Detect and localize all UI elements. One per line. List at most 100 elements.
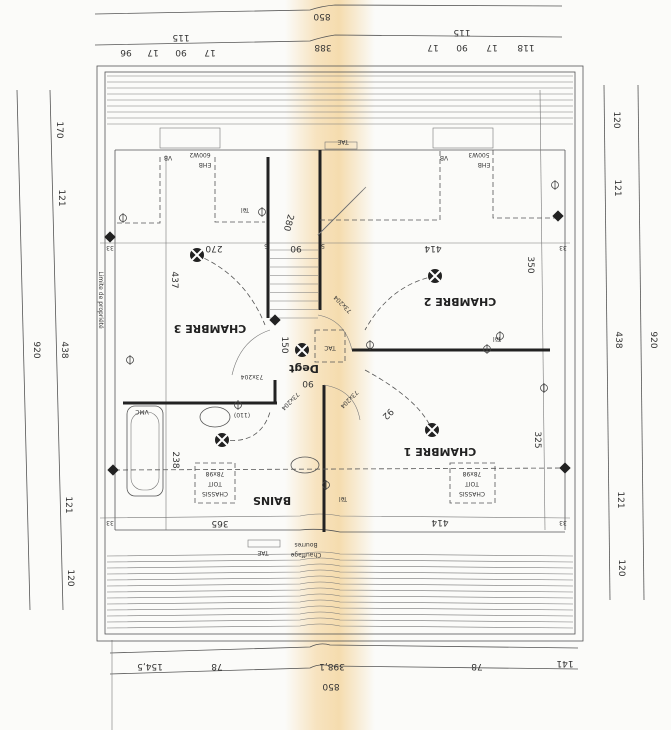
dim-label: 90 (302, 378, 314, 388)
dim-top-total: 850 (313, 11, 330, 21)
radiator-icon (552, 210, 564, 222)
property-limit-label: Limite de propriété (97, 271, 104, 329)
top-dimensions: 850 388 96 17 90 115 17 17 90 115 17 118 (94, 4, 563, 57)
ceiling-light-cross (191, 249, 203, 261)
dim-label: 78 (211, 661, 223, 671)
dim-right-total: 920 (648, 331, 658, 348)
dim-label: 33 (559, 519, 567, 526)
dim-label: 170 (54, 121, 64, 138)
dim-bottom-total: 850 (322, 681, 339, 691)
dim-label: 238 (170, 451, 180, 468)
dim-line (539, 89, 546, 531)
dim-label: 17 (204, 47, 215, 57)
bathtub-inner (130, 411, 160, 491)
dim-label: 150 (279, 336, 289, 353)
dim-label: 92 (380, 406, 395, 421)
tae-vent-bottom (247, 539, 281, 548)
dashed-lines (114, 150, 566, 471)
dim-label: 17 (486, 42, 497, 52)
dim-label: 118 (517, 42, 534, 52)
roof-hatch-line (106, 557, 574, 563)
label-tac: TAC (324, 344, 336, 351)
roof-hatch-line (106, 593, 574, 599)
roof-hatch-line (106, 599, 574, 605)
staircase (270, 186, 367, 319)
label-roof-window: TOIT (465, 480, 480, 487)
radiator-icon (269, 314, 281, 326)
dim-label: 90 (456, 42, 468, 52)
label-heating-duct: Bourres (294, 541, 317, 548)
label-ehb: EHB (478, 161, 490, 168)
label-vb: VB (164, 154, 172, 161)
room-bains: BAINS (253, 494, 291, 507)
roof-hatch-line (106, 605, 574, 611)
roof-hatch-line (106, 569, 574, 575)
left-dimensions: 170 121 438 121 120 920 Limite de propri… (16, 89, 113, 730)
dim-label: 438 (613, 331, 623, 348)
dim-label: 120 (611, 111, 621, 128)
label-vb: VB (440, 154, 448, 161)
room-degt: Degt (289, 362, 319, 375)
dim-label: 121 (56, 189, 66, 206)
room-chambre-2: CHAMBRE 2 (424, 295, 497, 308)
window-c3 (159, 127, 221, 149)
label-ehb-power: 500W3 (468, 151, 489, 158)
roof-hatch-line (106, 563, 574, 569)
ceiling-light-cross (296, 344, 308, 356)
washbasin (199, 406, 231, 428)
radiator-icon (104, 231, 116, 243)
dim-label: 414 (431, 517, 448, 527)
radiator-icon (559, 462, 571, 474)
dim-label: 325 (532, 431, 542, 448)
dim-label: 270 (205, 243, 222, 253)
dim-label: 121 (612, 179, 622, 196)
radiator-icon (107, 464, 119, 476)
dim-top-middle: 388 (314, 42, 331, 52)
roof-hatch-line (106, 575, 574, 581)
roof-hatch-line (106, 581, 574, 587)
dim-left-total: 920 (31, 341, 41, 358)
door-size: 73x204 (241, 373, 264, 380)
dim-label: 414 (424, 243, 441, 253)
roof-hatch-line (106, 617, 574, 623)
dim-label: 121 (63, 496, 73, 513)
dim-label: 90 (290, 243, 302, 253)
tac-box (314, 329, 346, 363)
label-tel: Tél (241, 206, 250, 213)
label-roof-window: CHASSIS (202, 490, 228, 497)
label-tel: Tél (339, 495, 348, 502)
ceiling-light-cross (426, 424, 438, 436)
dim-label: 33 (106, 519, 114, 526)
tae-vent-top (324, 141, 358, 150)
roof-hatch-line (106, 587, 574, 593)
dim-label: 5 (264, 242, 268, 249)
dim-label: 121 (615, 491, 625, 508)
label-ehb: EHB (199, 161, 211, 168)
dim-label: 350 (525, 256, 535, 273)
walls (123, 150, 550, 532)
ceiling-light-cross (429, 270, 441, 282)
eave-line (104, 71, 576, 635)
roof-hatch-line (106, 551, 574, 557)
building-outline (96, 65, 584, 642)
label-ehb-power: 600W2 (189, 151, 210, 158)
ceiling-lights (104, 180, 571, 490)
label-vmc: VMC (135, 408, 148, 415)
roof-window-c1 (449, 462, 496, 504)
bathtub (126, 405, 164, 497)
dim-label: 141 (556, 658, 573, 668)
knee-wall-bottom (115, 528, 565, 533)
ceiling-light-cross (216, 434, 228, 446)
window-c2 (432, 127, 494, 149)
roof-window-bath (194, 462, 236, 504)
dim-label: 365 (211, 518, 228, 528)
dim-label: 120 (65, 569, 75, 586)
label-roof-window: TOIT (208, 480, 223, 487)
label-heating-duct: Chauffage (290, 551, 321, 558)
room-chambre-1: CHAMBRE 1 (404, 445, 477, 458)
label-tae: TAE (337, 138, 349, 145)
dim-label: 437 (169, 271, 179, 288)
dim-label: 78 (471, 661, 483, 671)
right-dimensions: 120 121 438 121 120 920 (603, 84, 658, 601)
dim-label: 33 (559, 244, 567, 251)
